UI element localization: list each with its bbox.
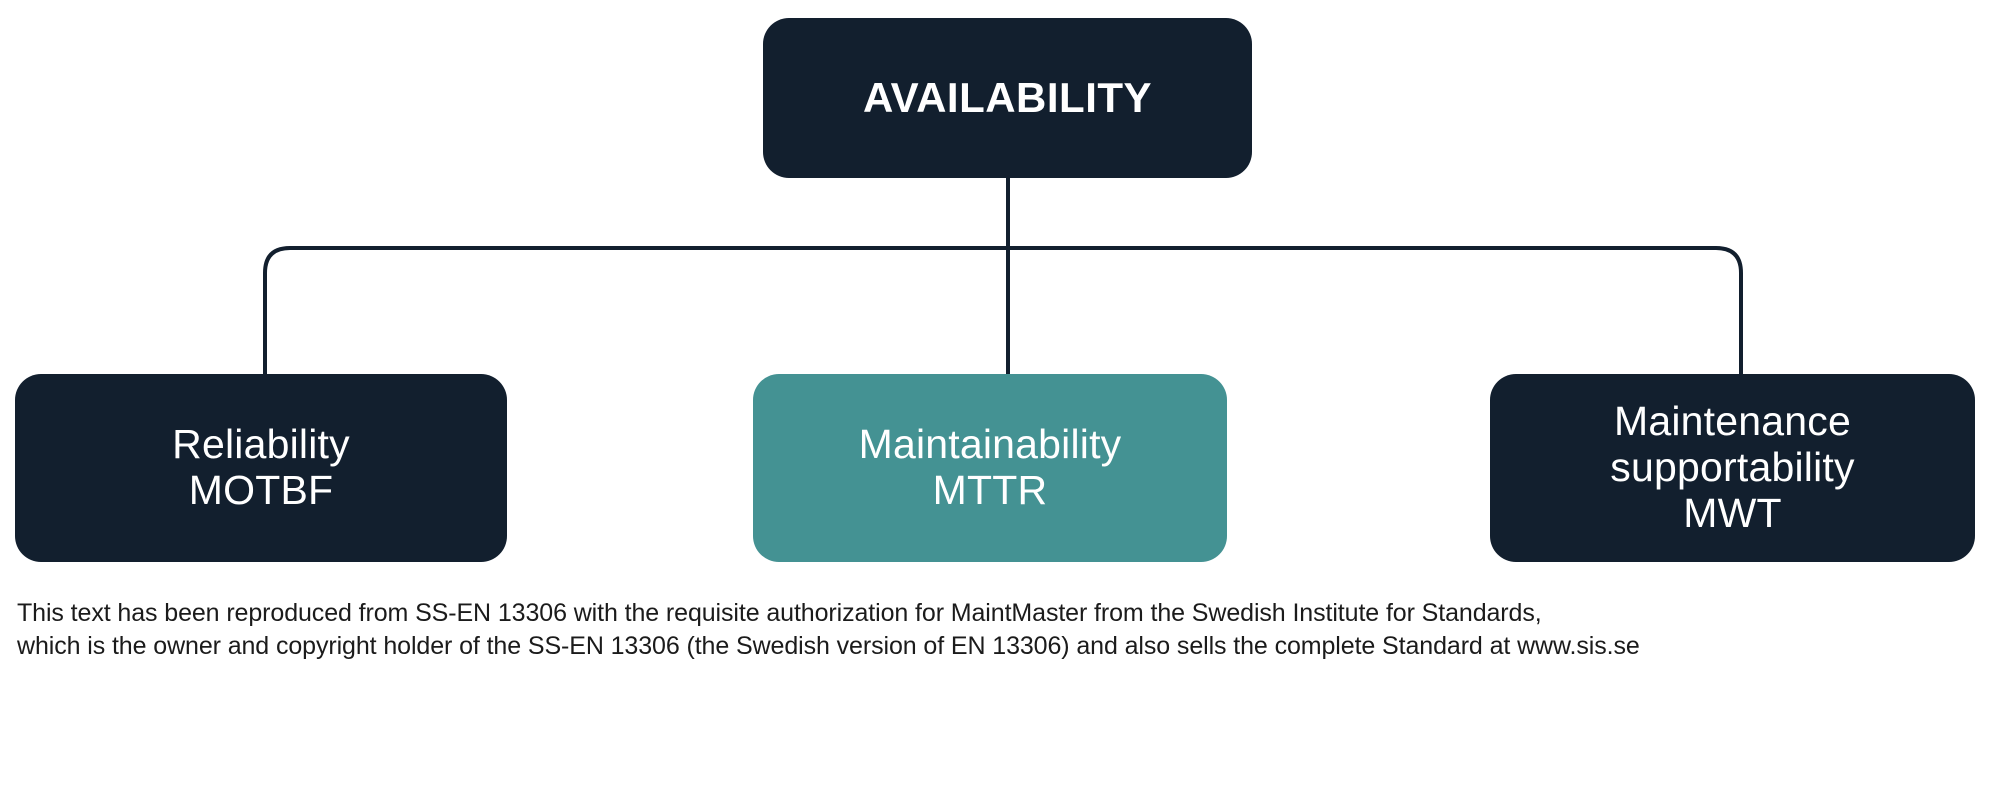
node-maintainability-label-line1: Maintainability — [858, 421, 1122, 468]
attribution-footnote-line2: which is the owner and copyright holder … — [17, 632, 1640, 661]
connector-bus — [263, 246, 1743, 375]
node-reliability-label-line2: MOTBF — [188, 467, 334, 513]
attribution-footnote-line1: This text has been reproduced from SS-EN… — [17, 599, 1542, 627]
node-availability[interactable]: AVAILABILITY — [763, 18, 1252, 178]
node-reliability[interactable]: Reliability MOTBF — [15, 374, 507, 562]
node-maintainability-label-line2: MTTR — [932, 467, 1048, 513]
node-maintenance-supportability-label-line3: MWT — [1683, 489, 1782, 536]
node-maintainability[interactable]: Maintainability MTTR — [753, 374, 1227, 562]
node-reliability-label-line1: Reliability — [172, 421, 350, 468]
node-maintenance-supportability[interactable]: Maintenance supportability MWT — [1490, 374, 1975, 562]
node-availability-label: AVAILABILITY — [862, 74, 1153, 122]
node-maintenance-supportability-label-line1: Maintenance — [1614, 398, 1851, 445]
attribution-footnote: This text has been reproduced from SS-EN… — [17, 597, 1987, 664]
node-maintenance-supportability-label-line2: supportability — [1610, 444, 1855, 491]
